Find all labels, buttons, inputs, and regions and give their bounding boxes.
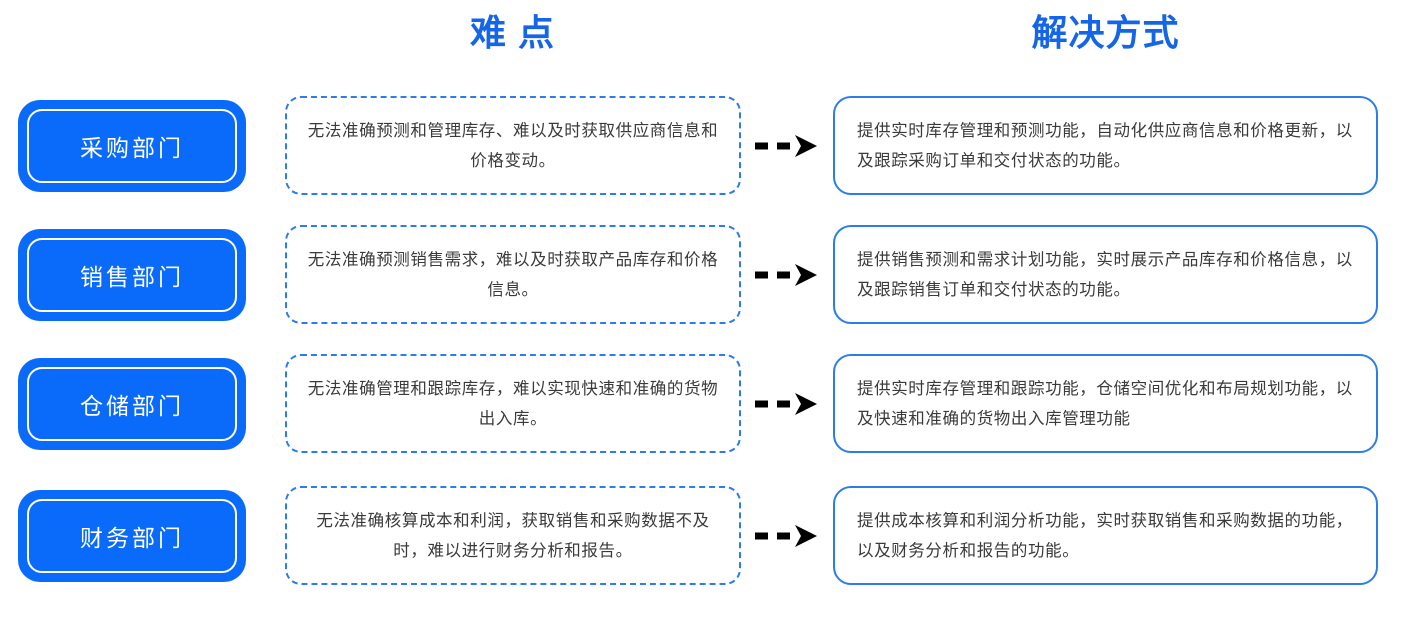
solution-text: 提供成本核算和利润分析功能，实时获取销售和采购数据的功能，以及财务分析和报告的功… (857, 510, 1353, 560)
solution-text: 提供销售预测和需求计划功能，实时展示产品库存和价格信息，以及跟踪销售订单和交付状… (857, 249, 1353, 299)
solution-box: 提供成本核算和利润分析功能，实时获取销售和采购数据的功能，以及财务分析和报告的功… (833, 486, 1378, 585)
department-box-inner-outline: 销售部门 (27, 238, 237, 312)
solution-box: 提供销售预测和需求计划功能，实时展示产品库存和价格信息，以及跟踪销售订单和交付状… (833, 225, 1378, 324)
dashed-arrow-right-icon (753, 262, 823, 288)
difficulty-box: 无法准确管理和跟踪库存，难以实现快速和准确的货物出入库。 (285, 354, 741, 453)
department-box-inner-outline: 仓储部门 (27, 367, 237, 441)
difficulty-box: 无法准确预测销售需求，难以及时获取产品库存和价格信息。 (285, 225, 741, 324)
solution-text: 提供实时库存管理和跟踪功能，仓储空间优化和布局规划功能，以及快速和准确的货物出入… (857, 378, 1353, 428)
department-box[interactable]: 财务部门 (18, 490, 246, 582)
solution-box: 提供实时库存管理和跟踪功能，仓储空间优化和布局规划功能，以及快速和准确的货物出入… (833, 354, 1378, 453)
diagram-row: 销售部门 无法准确预测销售需求，难以及时获取产品库存和价格信息。 提供销售预测和… (0, 225, 1403, 327)
difficulty-box: 无法准确预测和管理库存、难以及时获取供应商信息和价格变动。 (285, 96, 741, 195)
department-label: 财务部门 (80, 525, 184, 551)
department-label: 采购部门 (80, 135, 184, 161)
department-label: 销售部门 (80, 264, 184, 290)
solution-column-header: 解决方式 (1031, 12, 1180, 53)
department-box-inner-outline: 采购部门 (27, 109, 237, 183)
solution-box: 提供实时库存管理和预测功能，自动化供应商信息和价格更新，以及跟踪采购订单和交付状… (833, 96, 1378, 195)
difficulty-text: 无法准确管理和跟踪库存，难以实现快速和准确的货物出入库。 (307, 378, 719, 428)
department-label: 仓储部门 (80, 393, 184, 419)
dashed-arrow-right-icon (753, 133, 823, 159)
dashed-arrow-right-icon (753, 391, 823, 417)
difficulty-box: 无法准确核算成本和利润，获取销售和采购数据不及时，难以进行财务分析和报告。 (285, 486, 741, 585)
column-headers: 难 点 解决方式 (0, 0, 1403, 80)
difficulty-text: 无法准确核算成本和利润，获取销售和采购数据不及时，难以进行财务分析和报告。 (316, 510, 710, 560)
difficulty-text: 无法准确预测和管理库存、难以及时获取供应商信息和价格变动。 (307, 120, 719, 170)
difficulty-text: 无法准确预测销售需求，难以及时获取产品库存和价格信息。 (307, 249, 719, 299)
diagram-row: 采购部门 无法准确预测和管理库存、难以及时获取供应商信息和价格变动。 提供实时库… (0, 96, 1403, 198)
diagram-row: 财务部门 无法准确核算成本和利润，获取销售和采购数据不及时，难以进行财务分析和报… (0, 486, 1403, 588)
department-box[interactable]: 仓储部门 (18, 358, 246, 450)
department-box[interactable]: 采购部门 (18, 100, 246, 192)
solution-text: 提供实时库存管理和预测功能，自动化供应商信息和价格更新，以及跟踪采购订单和交付状… (857, 120, 1353, 170)
department-box[interactable]: 销售部门 (18, 229, 246, 321)
department-box-inner-outline: 财务部门 (27, 499, 237, 573)
dashed-arrow-right-icon (753, 523, 823, 549)
diagram-row: 仓储部门 无法准确管理和跟踪库存，难以实现快速和准确的货物出入库。 提供实时库存… (0, 354, 1403, 456)
difficulty-column-header: 难 点 (469, 12, 555, 53)
